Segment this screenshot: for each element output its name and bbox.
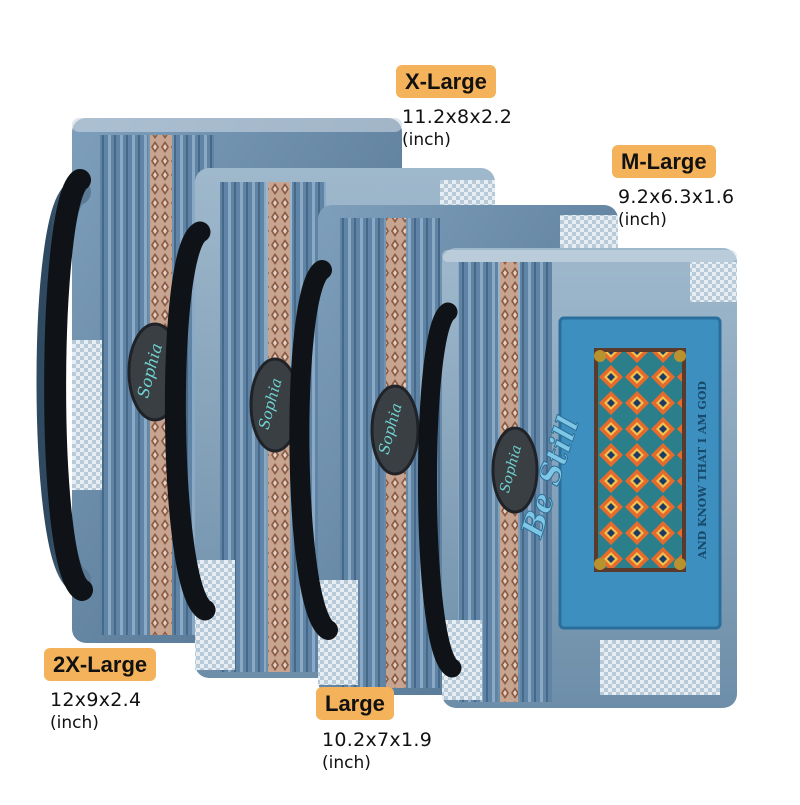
size-dims-m-large: 9.2x6.3x1.6 [618,186,735,208]
carry-handle [164,221,216,621]
size-dims-2x-large: 12x9x2.4 [50,689,142,711]
size-unit-m-large: (inch) [618,210,667,230]
size-badge-m-large: M-Large [612,145,716,179]
case-m-large: Sophia Be Still AND KNOW THAT I AM GOD [418,248,737,708]
carry-handle [418,302,462,678]
size-dims-large: 10.2x7x1.9 [322,729,433,751]
carry-handle [289,260,338,640]
size-badge-2x-large: 2X-Large [44,648,157,682]
size-dims-x-large: 11.2x8x2.2 [402,106,513,128]
size-badge-x-large: X-Large [396,65,496,99]
size-unit-large: (inch) [322,753,371,773]
size-unit-2x-large: (inch) [50,713,99,733]
name-plate [370,384,420,476]
size-badge-large: Large [316,687,394,721]
carry-handle [44,169,93,601]
size-unit-x-large: (inch) [402,130,451,150]
aztec-patch [594,348,686,572]
name-plate [491,426,539,514]
cover-subtitle: AND KNOW THAT I AM GOD [696,381,709,560]
